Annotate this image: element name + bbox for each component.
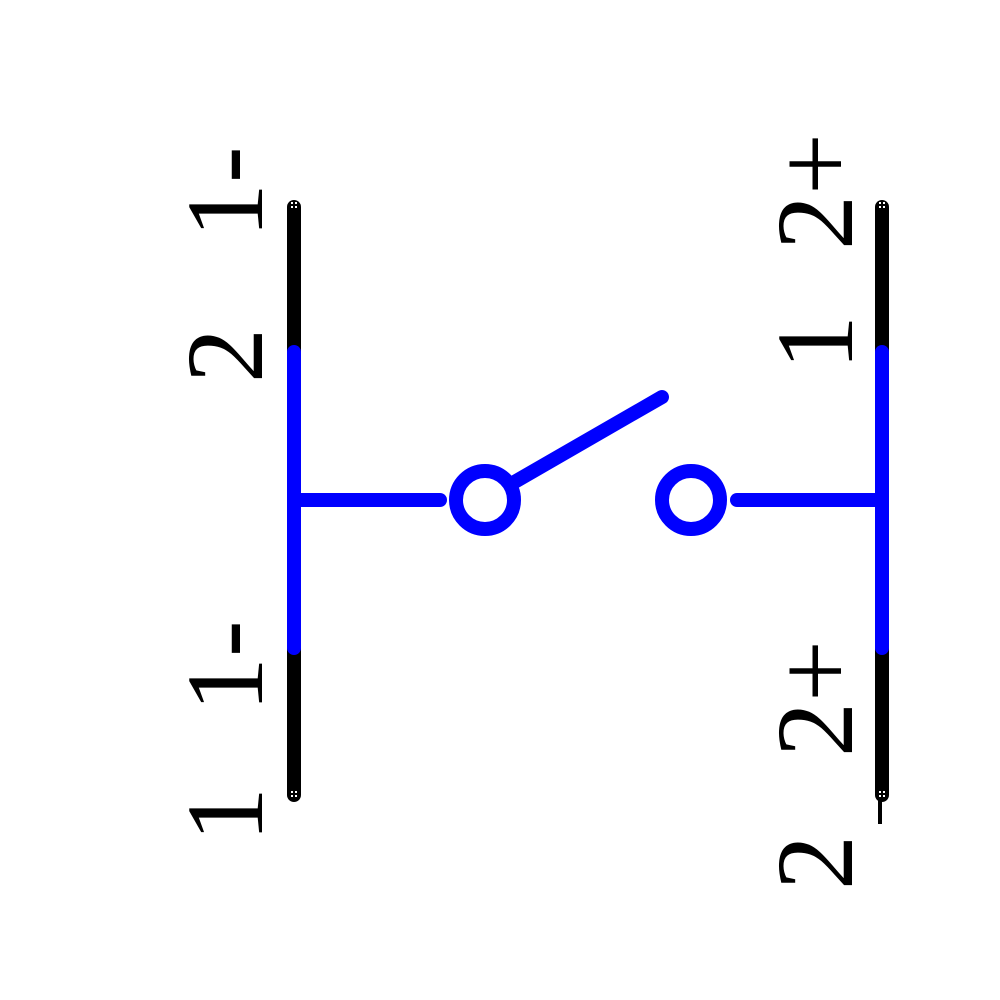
- right-contact-terminal: [655, 464, 727, 536]
- left-bottom-pin-name: 1-: [164, 620, 286, 712]
- left-top-pin-number: 2: [164, 328, 286, 383]
- right-bottom-pin-number: 2: [754, 835, 876, 890]
- switch-lever: [504, 390, 669, 491]
- pin-end-markers: [291, 202, 885, 797]
- switch-body: [287, 345, 889, 655]
- right-bottom-pin-name: 2+: [754, 640, 876, 757]
- right-top-pin-number: 1: [754, 315, 876, 370]
- left-bottom-pin-number: 1: [164, 787, 286, 842]
- right-top-pin-name: 2+: [754, 133, 876, 250]
- pin-labels: 2 1- 1 1- 1 2+ 2 2+: [164, 133, 876, 890]
- left-contact-terminal: [449, 464, 521, 536]
- left-top-pin-name: 1-: [164, 146, 286, 238]
